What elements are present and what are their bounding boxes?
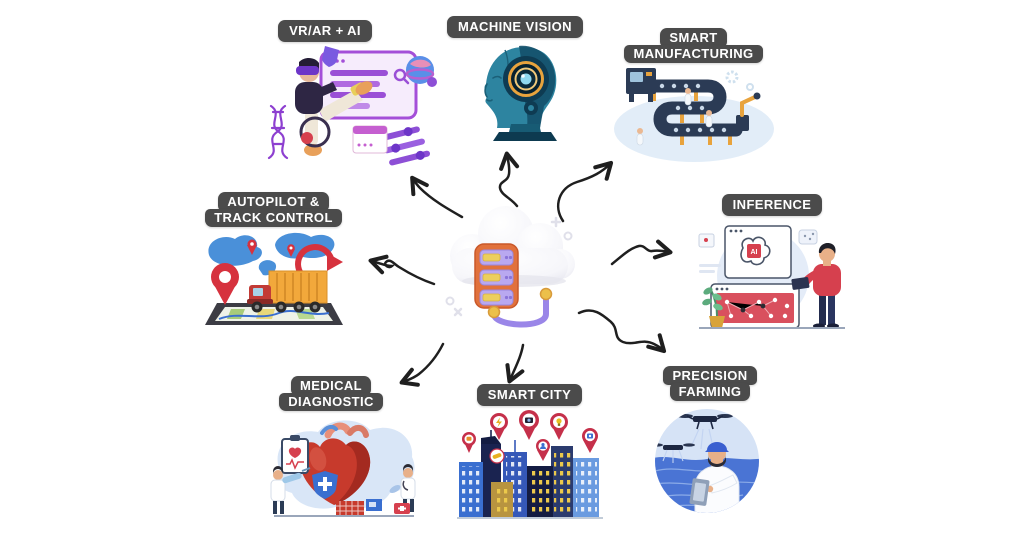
- node-inference: INFERENCE AI: [692, 194, 852, 333]
- arrow-to-autopilot: [368, 254, 436, 286]
- pin-pill-icon: [488, 448, 505, 464]
- label-smart-manufacturing-line2: MANUFACTURING: [624, 44, 763, 64]
- label-autopilot-line2: TRACK CONTROL: [205, 208, 342, 228]
- city-buildings: [458, 429, 599, 518]
- hospital-monitor: [336, 499, 382, 516]
- arrow-to-inference: [610, 239, 673, 266]
- data-scientist: [790, 242, 841, 329]
- world-map: [207, 233, 334, 276]
- factory-workers: [636, 88, 712, 146]
- neural-network-panel: [709, 282, 800, 329]
- vr-person: [294, 57, 372, 156]
- label-smart-manufacturing: SMART MANUFACTURING: [624, 28, 763, 64]
- globe-icon: [405, 55, 437, 87]
- pin-camera-icon: [518, 409, 539, 440]
- machine-vision-illustration: [484, 45, 557, 141]
- factory-machine: [625, 68, 656, 103]
- ai-chip-text: AI: [750, 249, 757, 256]
- server-rack: [474, 243, 519, 309]
- neck-base: [493, 123, 557, 141]
- smart-city-illustration: [456, 409, 603, 519]
- ai-brain-window: AI: [723, 224, 792, 279]
- pin-energy-icon: [489, 412, 508, 440]
- label-vr-ar-ai-text: VR/AR + AI: [278, 20, 372, 42]
- shield-decoration: [321, 45, 339, 67]
- label-inference-text: INFERENCE: [721, 194, 823, 216]
- label-smart-city-text: SMART CITY: [476, 384, 583, 406]
- label-machine-vision-text: MACHINE VISION: [447, 16, 583, 38]
- conveyor-belt: [637, 79, 742, 146]
- vr-ar-illustration: [267, 45, 437, 166]
- city-pins: [461, 409, 598, 464]
- node-medical: MEDICAL DIAGNOSTIC: [258, 376, 428, 519]
- side-cards: [698, 229, 817, 273]
- label-smart-city: SMART CITY: [476, 384, 583, 406]
- spray-drone-2: [655, 443, 695, 464]
- node-autopilot: AUTOPILOT & TRACK CONTROL: [196, 192, 351, 329]
- doctor-left: [270, 466, 311, 515]
- doctor-right: [394, 464, 416, 515]
- label-medical-line1: MEDICAL: [290, 376, 372, 395]
- jaw-joint-inner: [528, 104, 534, 111]
- node-machine-vision: MACHINE VISION: [440, 16, 590, 142]
- label-precision-farming-line2: FARMING: [669, 382, 751, 402]
- small-map-pins: [246, 239, 295, 258]
- pin-bulb-icon: [549, 412, 568, 440]
- inference-illustration: AI: [698, 224, 845, 329]
- autopilot-illustration: [204, 233, 343, 326]
- leaf-decoration: [389, 485, 401, 494]
- cloud-server-illustration: [445, 206, 575, 328]
- label-autopilot: AUTOPILOT & TRACK CONTROL: [205, 192, 342, 228]
- route-map-tablet: [204, 303, 343, 326]
- camera-lens-icon: [503, 55, 549, 102]
- precision-farming-illustration: [655, 409, 759, 514]
- sliders-icon: [378, 126, 430, 166]
- pin-store-icon: [461, 431, 476, 453]
- label-vr-ar-ai: VR/AR + AI: [278, 20, 372, 42]
- node-smart-city: SMART CITY: [452, 384, 607, 520]
- shield-cross-icon: [312, 471, 338, 500]
- label-machine-vision: MACHINE VISION: [447, 16, 583, 38]
- label-inference: INFERENCE: [721, 194, 823, 216]
- node-precision-farming: PRECISION FARMING: [645, 366, 775, 515]
- truck-wheels: [251, 301, 320, 313]
- medical-illustration: [270, 420, 416, 518]
- dna-icon: [267, 104, 288, 159]
- label-medical-line2: DIAGNOSTIC: [279, 392, 383, 412]
- pin-security-icon: [581, 427, 598, 453]
- label-precision-farming: PRECISION FARMING: [663, 366, 757, 402]
- label-smart-manufacturing-line1: SMART: [660, 28, 727, 47]
- cable: [487, 287, 553, 328]
- node-vr-ar-ai: VR/AR + AI: [256, 20, 446, 172]
- truck: [246, 270, 327, 313]
- smart-manufacturing-illustration: [613, 68, 774, 163]
- label-autopilot-line1: AUTOPILOT &: [218, 192, 329, 211]
- arrow-to-smart-city: [505, 343, 525, 384]
- mini-card: [352, 125, 387, 154]
- farmer: [689, 442, 740, 514]
- location-pin-icon: [210, 263, 239, 306]
- label-precision-farming-line1: PRECISION: [663, 366, 757, 385]
- node-smart-manufacturing: SMART MANUFACTURING: [606, 28, 781, 165]
- gear-sparkles: [725, 70, 754, 92]
- pin-person-icon: [535, 438, 550, 461]
- robot-arm-icon: [735, 92, 760, 132]
- clipboard-icon: [281, 435, 309, 475]
- label-medical: MEDICAL DIAGNOSTIC: [279, 376, 383, 412]
- plant: [701, 287, 725, 328]
